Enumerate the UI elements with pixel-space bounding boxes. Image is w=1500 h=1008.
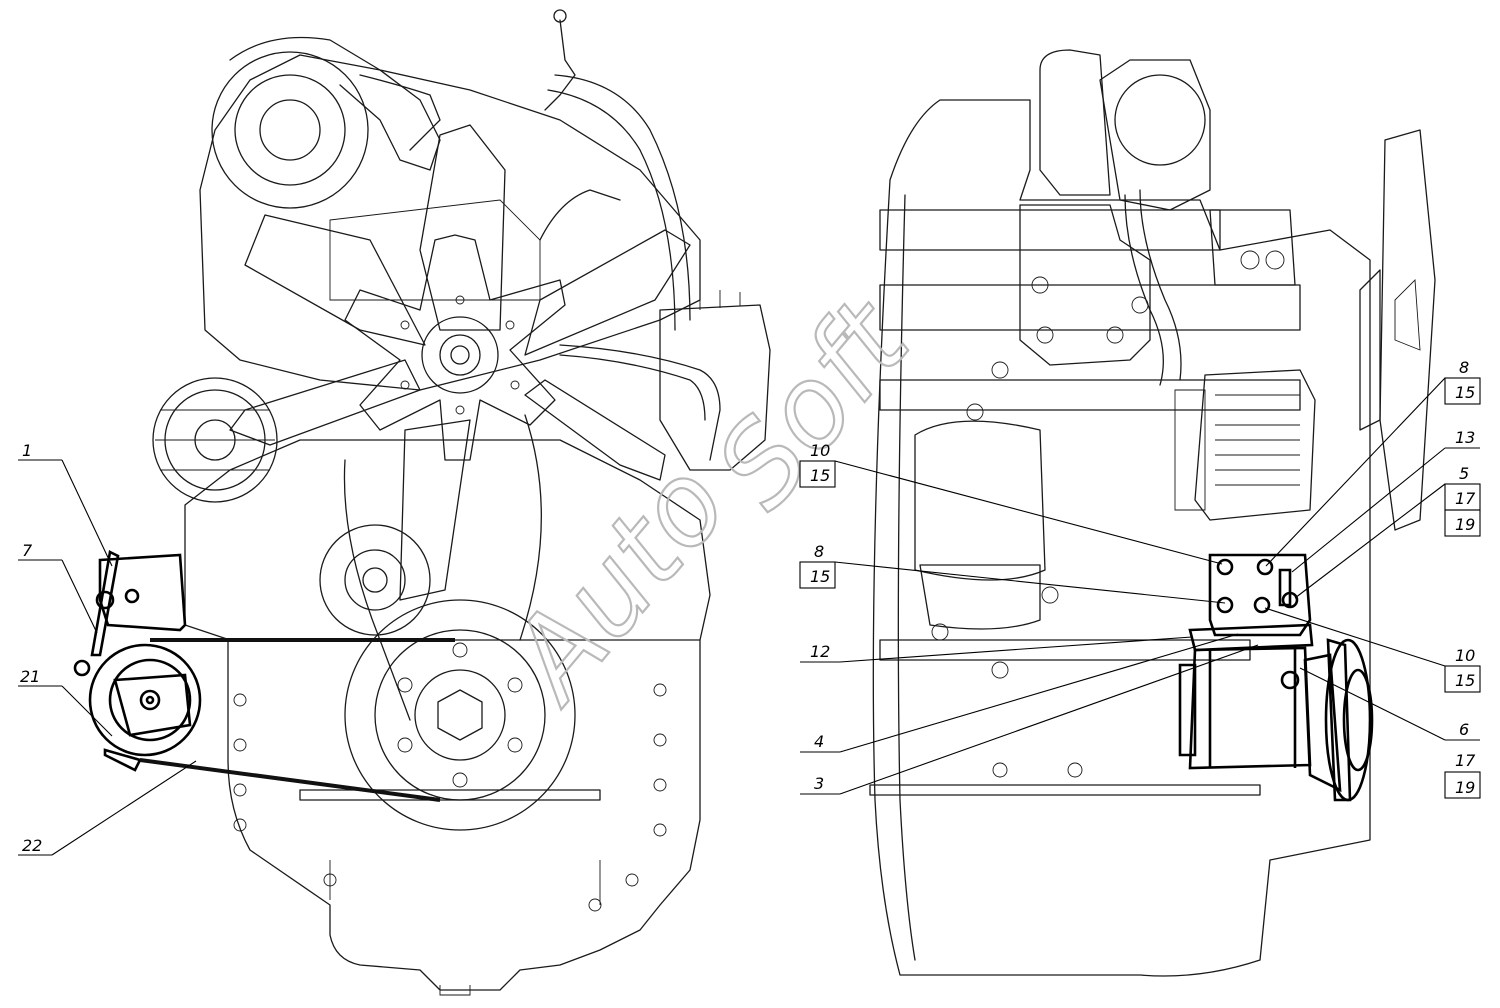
callout-label: 10 bbox=[810, 441, 830, 460]
callout-label: 5 bbox=[1459, 464, 1469, 483]
callout-21: 21 bbox=[18, 667, 113, 737]
callout-label: 17 bbox=[1455, 751, 1476, 770]
callout-12: 12 bbox=[800, 636, 1193, 663]
callout-13: 13 bbox=[1291, 428, 1480, 573]
callout-label: 6 bbox=[1459, 720, 1469, 739]
callout-10-15-upper: 10 15 bbox=[799, 441, 1223, 565]
callout-7: 7 bbox=[18, 541, 98, 634]
watermark: Auto bbox=[481, 438, 754, 728]
callout-label: 21 bbox=[20, 667, 40, 686]
callout-22: 22 bbox=[18, 760, 197, 856]
fan-icon bbox=[229, 124, 691, 601]
callout-1: 1 bbox=[18, 441, 113, 567]
callout-label: 8 bbox=[814, 542, 824, 561]
callout-label: 15 bbox=[810, 466, 830, 485]
callout-label: 8 bbox=[1459, 358, 1469, 377]
callout-10-15-lower: 10 15 bbox=[1264, 607, 1481, 693]
right-engine-side-view bbox=[869, 49, 1436, 977]
callout-label: 15 bbox=[1455, 671, 1475, 690]
callout-label: 3 bbox=[814, 774, 824, 793]
callout-4: 4 bbox=[800, 633, 1239, 753]
callout-label: 7 bbox=[22, 541, 33, 560]
callout-6-17-19: 6 17 19 bbox=[1299, 667, 1481, 799]
svg-text:Auto: Auto bbox=[482, 440, 753, 727]
callout-label: 13 bbox=[1455, 428, 1475, 447]
callout-label: 4 bbox=[814, 732, 824, 751]
callout-8-15-left: 8 15 bbox=[799, 542, 1226, 604]
callout-label: 22 bbox=[22, 836, 42, 855]
callout-label: 10 bbox=[1455, 646, 1475, 665]
callout-label: 15 bbox=[810, 567, 830, 586]
callout-3: 3 bbox=[800, 644, 1259, 795]
callout-label: 19 bbox=[1455, 778, 1475, 797]
callout-label: 19 bbox=[1455, 515, 1475, 534]
callout-label: 15 bbox=[1455, 383, 1475, 402]
callout-5-17-19: 5 17 19 bbox=[1294, 464, 1481, 599]
left-engine-front-view bbox=[73, 9, 771, 996]
callout-8-15-right: 8 15 bbox=[1265, 358, 1481, 567]
callout-label: 1 bbox=[22, 441, 32, 460]
callout-label: 12 bbox=[810, 642, 830, 661]
callout-label: 17 bbox=[1455, 489, 1476, 508]
